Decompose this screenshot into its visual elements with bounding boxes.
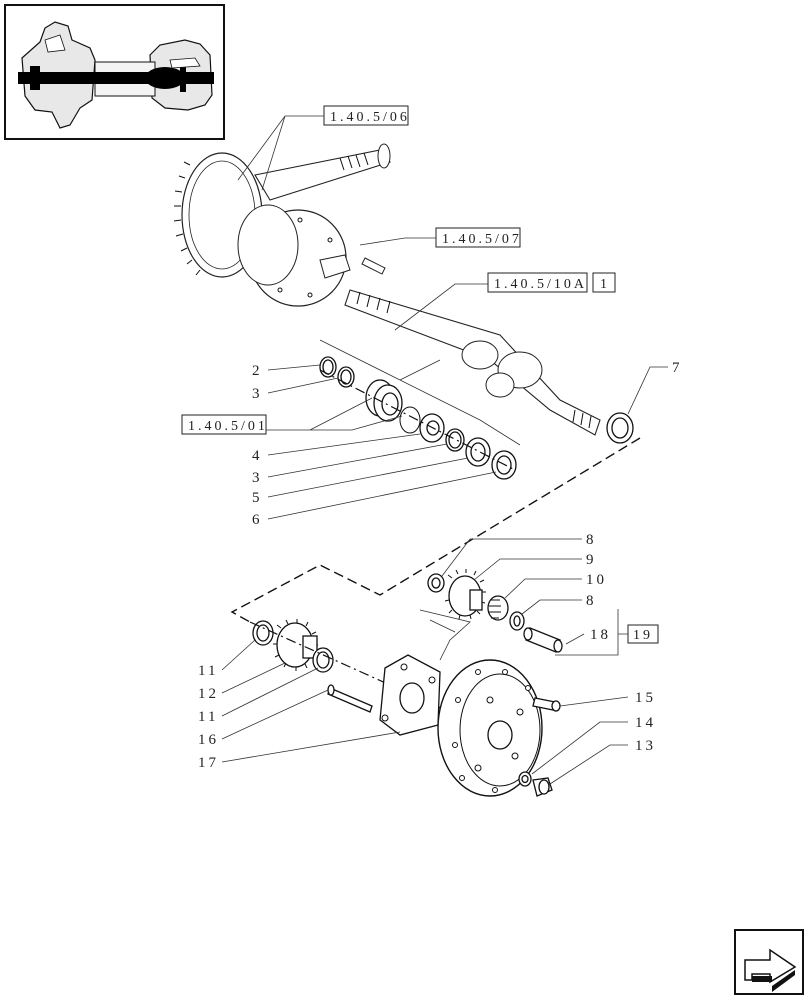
lower-small-parts bbox=[249, 569, 563, 797]
svg-text:1.40.5/10A: 1.40.5/10A bbox=[494, 277, 587, 292]
callout-5: 5 bbox=[252, 490, 263, 506]
callout-15: 15 bbox=[635, 690, 656, 706]
ref-box-1-40-5-06[interactable]: 1.40.5/06 bbox=[323, 105, 410, 126]
callout-7: 7 bbox=[672, 360, 683, 376]
callout-8a: 8 bbox=[586, 532, 597, 548]
callout-14: 14 bbox=[635, 715, 656, 731]
ref-box-1-40-5-07[interactable]: 1.40.5/07 bbox=[435, 227, 522, 248]
callout-10: 10 bbox=[586, 572, 607, 588]
assembly-connection-line bbox=[230, 437, 641, 623]
svg-text:19: 19 bbox=[633, 628, 653, 643]
callout-11a: 11 bbox=[198, 663, 218, 679]
svg-text:1: 1 bbox=[600, 277, 610, 292]
ref-box-1-40-5-01[interactable]: 1.40.5/01 bbox=[181, 414, 268, 435]
callout-16: 16 bbox=[198, 732, 219, 748]
callout-17: 17 bbox=[198, 755, 219, 771]
svg-text:1.40.5/01: 1.40.5/01 bbox=[188, 419, 268, 434]
callout-4: 4 bbox=[252, 448, 263, 464]
differential-assembly bbox=[173, 143, 601, 436]
axle-overview-thumbnail[interactable] bbox=[4, 4, 225, 140]
callout-13: 13 bbox=[635, 738, 656, 754]
svg-text:1.40.5/06: 1.40.5/06 bbox=[330, 110, 410, 125]
callout-labels: 2 3 4 3 5 6 7 8 9 10 8 18 11 12 11 16 17… bbox=[198, 360, 683, 771]
svg-text:1.40.5/07: 1.40.5/07 bbox=[442, 232, 522, 247]
next-page-arrow-icon[interactable] bbox=[734, 929, 804, 995]
callout-12: 12 bbox=[198, 686, 219, 702]
callout-11b: 11 bbox=[198, 709, 218, 725]
callout-leaders bbox=[221, 364, 668, 785]
ref-box-19[interactable]: 19 bbox=[627, 624, 659, 644]
callout-18: 18 bbox=[590, 627, 611, 643]
upper-small-parts bbox=[319, 356, 634, 480]
ref-box-1-40-5-10a[interactable]: 1.40.5/10A 1 bbox=[487, 272, 616, 293]
callout-9: 9 bbox=[586, 552, 597, 568]
callout-6: 6 bbox=[252, 512, 263, 528]
callout-2: 2 bbox=[252, 363, 263, 379]
callout-8b: 8 bbox=[586, 593, 597, 609]
callout-3a: 3 bbox=[252, 386, 263, 402]
callout-3b: 3 bbox=[252, 470, 263, 486]
